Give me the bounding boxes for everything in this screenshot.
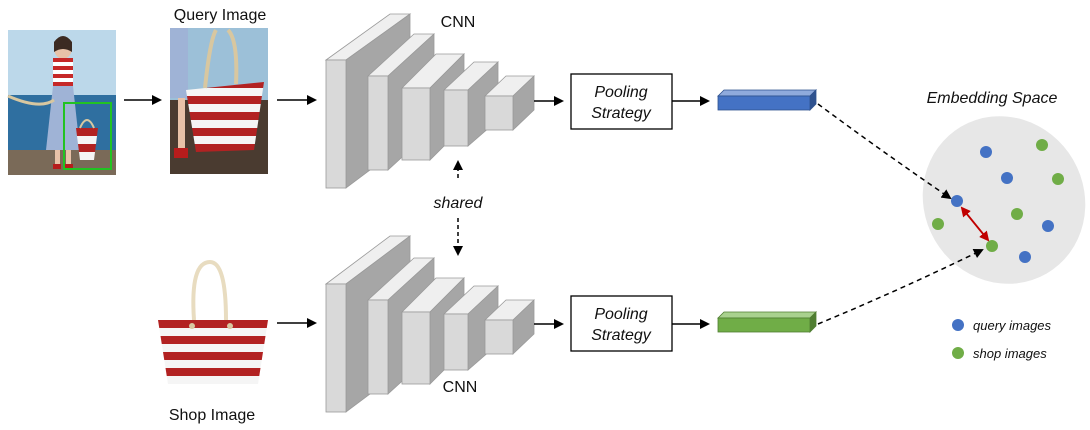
shop-point xyxy=(1011,208,1023,220)
query-feature-vector xyxy=(717,89,817,111)
shop-point xyxy=(932,218,944,230)
legend-query-label: query images xyxy=(973,318,1052,333)
projection-query xyxy=(817,103,952,200)
shop-point-matched xyxy=(986,240,998,252)
shop-point xyxy=(1036,139,1048,151)
query-point-matched xyxy=(951,195,963,207)
embedding-space-title: Embedding Space xyxy=(927,90,1058,107)
pooling-bottom-line2: Strategy xyxy=(591,327,652,344)
query-point xyxy=(1001,172,1013,184)
shop-point xyxy=(1052,173,1064,185)
cnn-bottom xyxy=(324,235,535,413)
query-image-label: Query Image xyxy=(174,7,267,24)
shop-feature-vector xyxy=(717,311,817,333)
query-point xyxy=(1019,251,1031,263)
query-point xyxy=(1042,220,1054,232)
legend-shop-swatch xyxy=(952,347,964,359)
pooling-top-line2: Strategy xyxy=(591,105,652,122)
embedding-space-region xyxy=(922,116,1086,284)
projection-shop xyxy=(817,249,984,325)
embedding-points xyxy=(932,139,1064,263)
query-point xyxy=(980,146,992,158)
model-photo xyxy=(7,30,116,175)
pooling-strategy-bottom: Pooling Strategy xyxy=(570,295,673,352)
match-arrow xyxy=(960,206,990,242)
query-image xyxy=(170,28,268,174)
cnn-top-label: CNN xyxy=(441,14,476,31)
pooling-strategy-top: Pooling Strategy xyxy=(570,73,673,130)
cnn-bottom-label: CNN xyxy=(443,379,478,396)
pooling-bottom-line1: Pooling xyxy=(594,306,647,323)
legend: query images shop images xyxy=(952,318,1052,361)
shared-label: shared xyxy=(434,195,484,212)
shop-image xyxy=(158,259,268,384)
legend-shop-label: shop images xyxy=(973,346,1047,361)
shop-image-label: Shop Image xyxy=(169,407,255,424)
cnn-top xyxy=(324,13,535,189)
pooling-top-line1: Pooling xyxy=(594,84,647,101)
legend-query-swatch xyxy=(952,319,964,331)
